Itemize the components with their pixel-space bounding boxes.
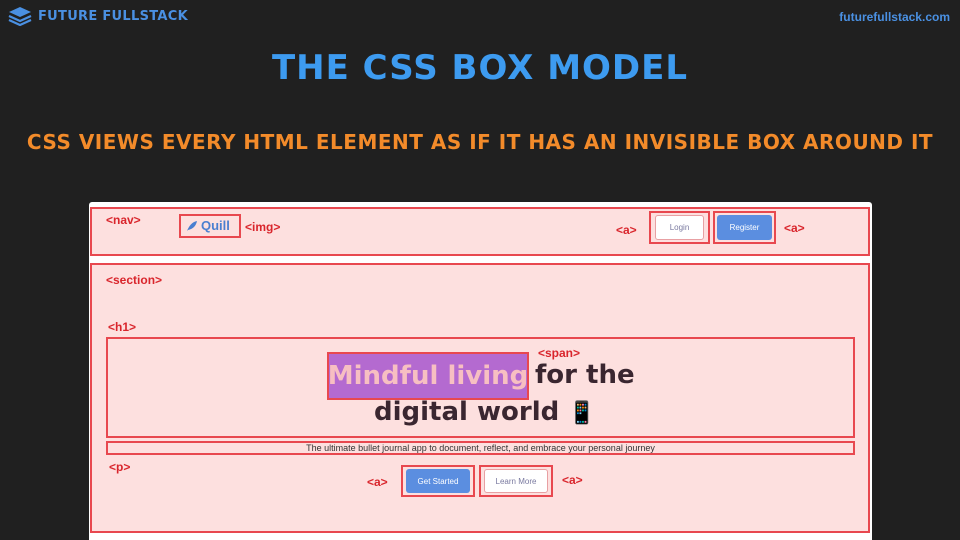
a-register-tag: <a> — [784, 221, 805, 235]
p-box — [106, 441, 855, 455]
login-button[interactable]: Login — [655, 215, 704, 240]
img-box — [179, 214, 241, 238]
slide-title: THE CSS BOX MODEL — [271, 48, 689, 88]
a-get-started-tag: <a> — [367, 475, 388, 489]
learn-more-box — [479, 465, 553, 497]
nav-tag: <nav> — [106, 213, 141, 227]
h1-line2-text: digital world — [374, 397, 560, 427]
site-url[interactable]: futurefullstack.com — [839, 10, 950, 24]
quill-logo[interactable]: Quill — [186, 218, 230, 233]
h1-tag: <h1> — [108, 320, 137, 334]
get-started-button[interactable]: Get Started — [406, 469, 470, 493]
a-login-tag: <a> — [616, 223, 637, 237]
register-box — [713, 211, 776, 244]
h1-box — [106, 337, 855, 438]
phone-icon: 📱 — [568, 401, 596, 426]
brand: FUTURE FULLSTACK — [8, 6, 188, 26]
layers-icon — [8, 7, 32, 26]
h1-line1-rest: for the — [535, 360, 635, 390]
img-tag: <img> — [245, 220, 281, 234]
paragraph-text: The ultimate bullet journal app to docum… — [306, 443, 655, 453]
span-highlight: Mindful living — [327, 352, 529, 400]
section-tag: <section> — [106, 273, 163, 287]
mockup-frame: <nav> Quill <img> <a> Login Register <a>… — [89, 202, 872, 540]
slide-subtitle: CSS VIEWS EVERY HTML ELEMENT AS IF IT HA… — [26, 130, 934, 154]
feather-icon — [187, 220, 197, 231]
a-learn-more-tag: <a> — [562, 473, 583, 487]
span-tag: <span> — [538, 346, 581, 360]
register-button[interactable]: Register — [717, 215, 772, 240]
get-started-box — [401, 465, 475, 497]
learn-more-button[interactable]: Learn More — [484, 469, 548, 493]
logo-text: Quill — [201, 218, 230, 233]
brand-name: FUTURE FULLSTACK — [38, 8, 188, 24]
p-tag: <p> — [109, 460, 131, 474]
h1-line2: digital world 📱 — [374, 397, 596, 427]
login-box — [649, 211, 710, 244]
